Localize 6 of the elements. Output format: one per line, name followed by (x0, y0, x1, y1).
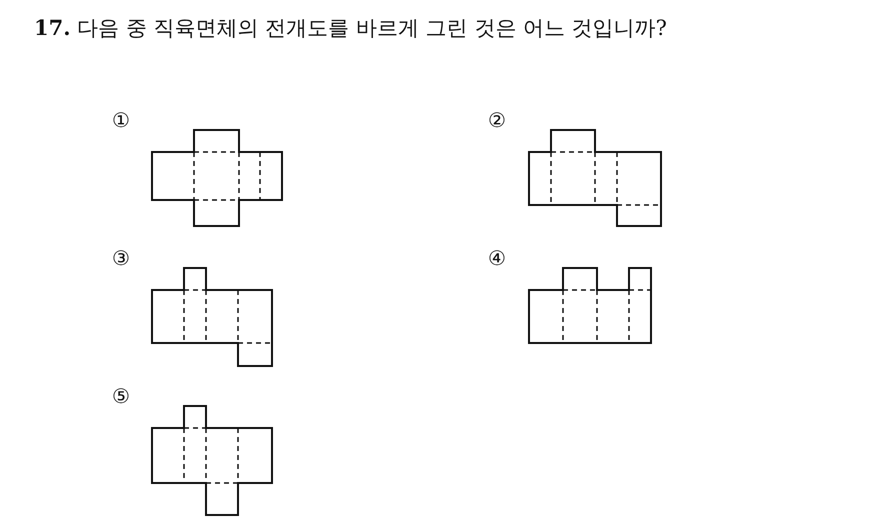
choice-number: ④ (488, 246, 506, 270)
choice-number: ① (112, 108, 130, 132)
choice-number: ⑤ (112, 384, 130, 408)
question-text: 17. 다음 중 직육면체의 전개도를 바르게 그린 것은 어느 것입니까? (34, 14, 667, 42)
choice-number: ② (488, 108, 506, 132)
choice-number: ③ (112, 246, 130, 270)
